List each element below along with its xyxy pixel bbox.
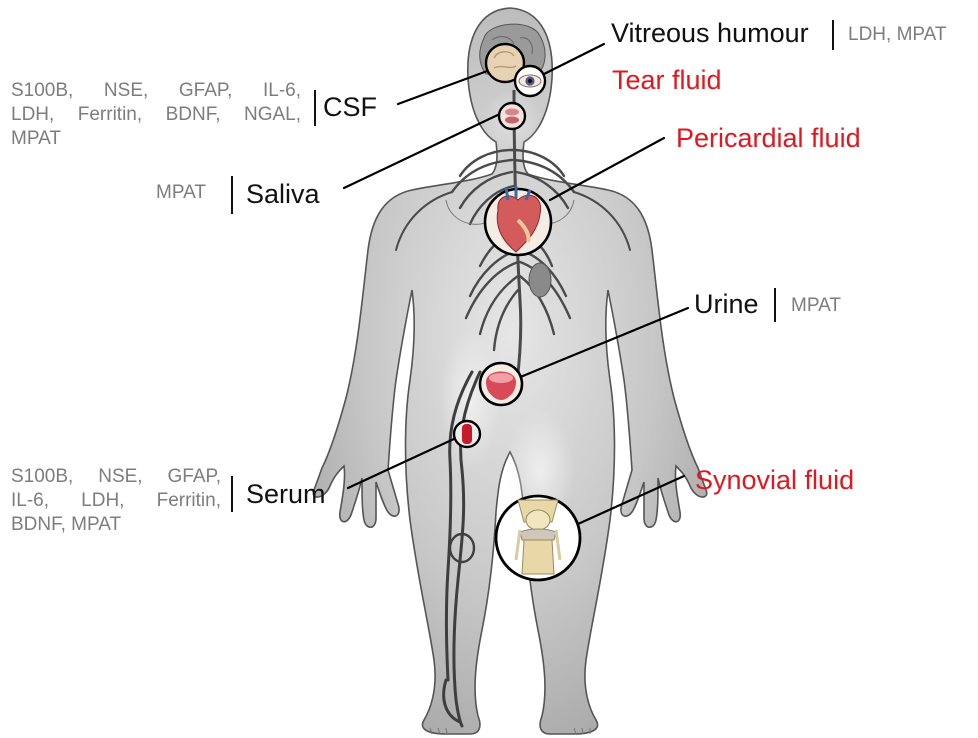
csf-markers-line-1: S100B, NSE, GFAP, IL-6, xyxy=(11,79,301,103)
serum-markers-line-2: IL-6, LDH, Ferritin, xyxy=(11,489,221,513)
vitreous-markers: LDH, MPAT xyxy=(848,25,947,44)
csf-markers-line-3: MPAT xyxy=(11,127,301,151)
urine-markers: MPAT xyxy=(791,296,841,315)
callout-line-saliva xyxy=(344,112,504,188)
vein-circle xyxy=(454,421,480,447)
saliva-divider xyxy=(231,176,233,214)
tear-fluid-label: Tear fluid xyxy=(612,67,722,94)
csf-label: CSF xyxy=(323,94,377,121)
mouth-circle xyxy=(499,103,525,129)
serum-markers-line-1: S100B, NSE, GFAP, xyxy=(11,465,221,489)
csf-markers-line-2: LDH, Ferritin, BDNF, NGAL, xyxy=(11,103,301,127)
urine-label: Urine xyxy=(694,291,759,318)
bladder-circle xyxy=(480,363,522,405)
saliva-label: Saliva xyxy=(246,181,320,208)
vitreous-divider xyxy=(832,20,834,50)
csf-markers: S100B, NSE, GFAP, IL-6, LDH, Ferritin, B… xyxy=(11,79,301,151)
serum-label: Serum xyxy=(246,481,326,508)
serum-markers: S100B, NSE, GFAP, IL-6, LDH, Ferritin, B… xyxy=(11,465,221,537)
synovial-fluid-label: Synovial fluid xyxy=(695,467,854,494)
serum-divider xyxy=(231,476,233,512)
knee-circle xyxy=(496,496,580,580)
eye-circle xyxy=(515,66,545,96)
csf-divider xyxy=(314,90,316,126)
saliva-markers: MPAT xyxy=(156,183,206,202)
serum-markers-line-3: BDNF, MPAT xyxy=(11,513,221,537)
vitreous-humour-label: Vitreous humour xyxy=(611,20,809,47)
urine-divider xyxy=(774,288,776,322)
pericardial-fluid-label: Pericardial fluid xyxy=(676,125,861,152)
